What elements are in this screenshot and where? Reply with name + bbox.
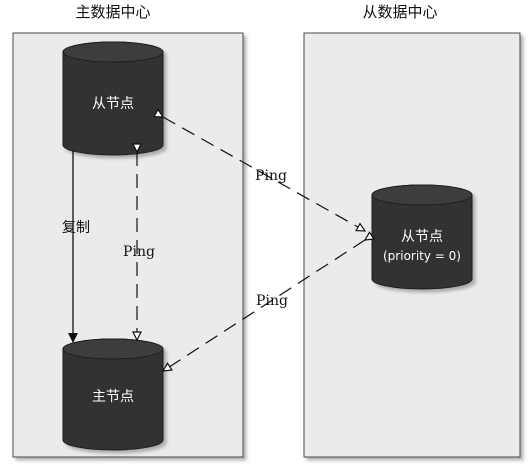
secondary-node-label: 从节点: [401, 229, 443, 245]
upper-ping-arrow: [153, 108, 367, 232]
secondary-node-priority: (priority = 0): [383, 249, 461, 263]
secondary-datacenter-title: 从数据中心: [362, 3, 437, 21]
replication-label: 复制: [62, 219, 90, 236]
lower-ping-label: Ping: [256, 293, 288, 309]
primary-secondary-node-label: 从节点: [92, 96, 134, 112]
primary-secondary-node: [62, 41, 164, 156]
lower-ping-arrow: [161, 231, 375, 372]
left-ping-label: Ping: [123, 244, 155, 260]
upper-ping-label: Ping: [255, 168, 287, 184]
primary-primary-node-label: 主节点: [92, 389, 134, 405]
secondary-node: [371, 184, 473, 290]
primary-primary-node: [62, 338, 164, 451]
primary-datacenter-title: 主数据中心: [75, 3, 150, 21]
